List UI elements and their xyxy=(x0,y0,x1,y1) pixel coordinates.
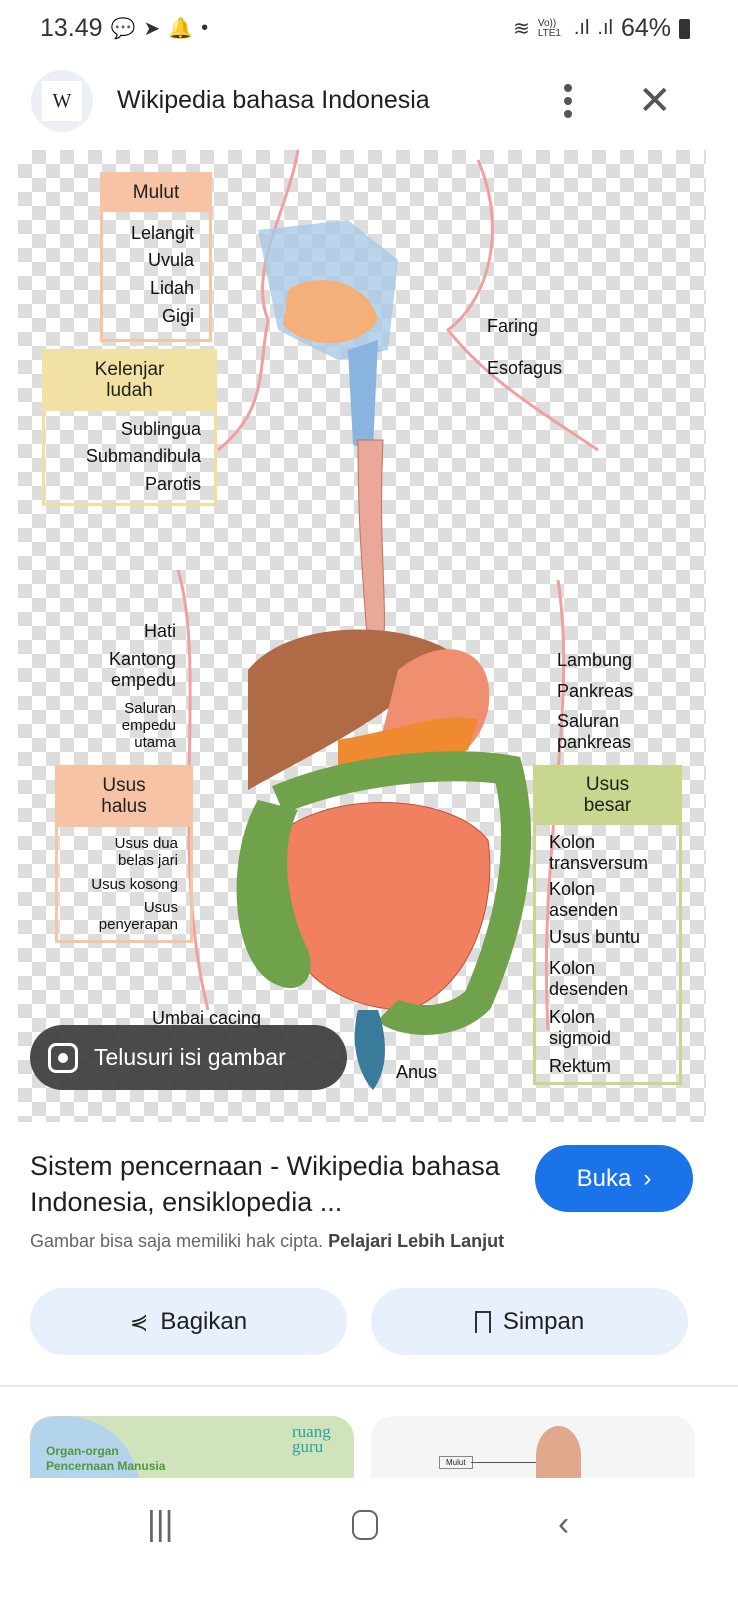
label-parotis: Parotis xyxy=(144,474,201,494)
label-lelangit: Lelangit xyxy=(130,223,194,243)
bookmark-icon xyxy=(474,1310,491,1333)
search-image-label: Telusuri isi gambar xyxy=(94,1044,286,1070)
network-type: Vo)) LTE1 xyxy=(537,17,561,39)
status-bar-left: 13.49 💬 ➤ 🔔 • xyxy=(40,14,208,43)
bell-icon: 🔔 xyxy=(168,18,194,40)
label-kantong-empedu: Kantong empedu xyxy=(108,649,176,690)
label-lidah: Lidah xyxy=(149,278,194,298)
label-gigi: Gigi xyxy=(161,306,194,326)
mulut-header: Mulut xyxy=(100,172,212,212)
more-options-icon[interactable] xyxy=(564,84,572,118)
label-esofagus: Esofagus xyxy=(487,358,563,378)
result-title[interactable]: Sistem pencernaan - Wikipedia bahasa Ind… xyxy=(30,1151,500,1217)
label-submandibula: Submandibula xyxy=(85,446,201,466)
label-umbai-cacing: Umbai cacing xyxy=(151,1008,261,1028)
label-anus: Anus xyxy=(396,1062,438,1082)
label-usus-buntu: Usus buntu xyxy=(549,927,641,947)
label-saluran-empedu: Saluran empedu utama xyxy=(121,700,176,751)
label-faring: Faring xyxy=(487,316,539,336)
label-rektum: Rektum xyxy=(549,1056,612,1076)
learn-more-link[interactable]: Pelajari Lebih Lanjut xyxy=(328,1231,505,1251)
battery-level: 64% xyxy=(620,14,671,42)
dot-icon: • xyxy=(201,17,209,39)
save-button[interactable]: Simpan xyxy=(371,1288,688,1355)
kelenjar-header: Kelenjar ludah xyxy=(42,349,217,411)
site-title: Wikipedia bahasa Indonesia xyxy=(117,86,430,114)
label-hati: Hati xyxy=(143,621,176,641)
divider xyxy=(0,1385,738,1387)
usus-halus-header: Usus halus xyxy=(55,765,193,827)
share-button[interactable]: ⋞Bagikan xyxy=(30,1288,347,1355)
search-image-button[interactable]: Telusuri isi gambar xyxy=(30,1025,347,1090)
copyright-notice: Gambar bisa saja memiliki hak cipta. Pel… xyxy=(30,1231,505,1251)
lens-icon xyxy=(48,1042,78,1073)
recent-apps-button[interactable]: ||| xyxy=(147,1505,174,1543)
label-kolon-sigmoid: Kolon sigmoid xyxy=(549,1007,612,1048)
message-icon: 💬 xyxy=(110,18,136,40)
time: 13.49 xyxy=(40,14,103,42)
label-uvula: Uvula xyxy=(147,250,194,270)
status-bar-right: ≋ Vo)) LTE1 .ıl .ıl 64% xyxy=(513,14,690,43)
label-sublingua: Sublingua xyxy=(120,419,201,439)
battery-icon xyxy=(679,18,690,39)
share-icon: ⋞ xyxy=(129,1308,149,1334)
usus-besar-header: Usus besar xyxy=(533,765,682,825)
home-button[interactable] xyxy=(352,1510,378,1540)
ruangguru-logo: ruang guru xyxy=(292,1422,331,1456)
organs-drawing xyxy=(176,150,599,1090)
label-usus-penyerapan: Usus penyerapan xyxy=(98,899,178,933)
close-icon[interactable]: ✕ xyxy=(638,79,672,123)
signal-icon-2: .ıl xyxy=(597,17,613,39)
back-button[interactable]: ‹ xyxy=(558,1505,570,1543)
wifi-icon: ≋ xyxy=(513,18,530,40)
open-button[interactable]: Buka› xyxy=(535,1145,693,1212)
label-lambung: Lambung xyxy=(557,650,633,670)
label-usus-dua-belas-jari: Usus dua belas jari xyxy=(114,835,178,869)
telegram-icon: ➤ xyxy=(143,18,161,40)
signal-icon: .ıl xyxy=(573,17,590,39)
chevron-right-icon: › xyxy=(643,1164,652,1192)
label-usus-kosong: Usus kosong xyxy=(91,876,178,893)
label-kolon-transversum: Kolon transversum xyxy=(549,832,649,873)
digestive-system-image[interactable]: Mulut Lelangit Uvula Lidah Gigi Kelenjar… xyxy=(18,150,706,1122)
label-saluran-pankreas: Saluran pankreas xyxy=(557,711,632,752)
site-logo: W xyxy=(31,70,93,132)
label-kolon-desenden: Kolon desenden xyxy=(549,958,629,999)
label-pankreas: Pankreas xyxy=(557,681,634,701)
label-kolon-asenden: Kolon asenden xyxy=(549,879,619,920)
related-image-2[interactable]: Mulut xyxy=(371,1416,695,1478)
